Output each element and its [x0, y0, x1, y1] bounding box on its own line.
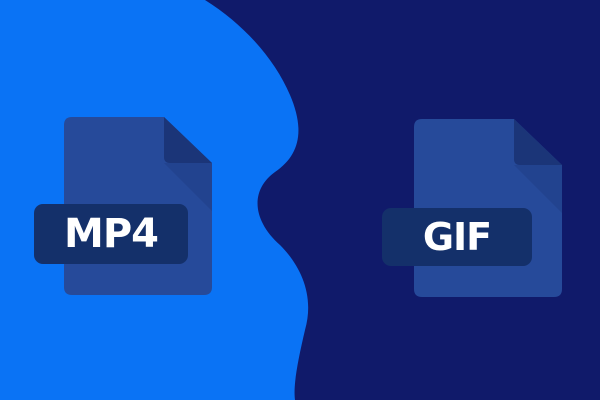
- file-fold: [164, 117, 212, 163]
- gif-format-label: GIF: [422, 215, 492, 259]
- file-fold: [514, 119, 562, 165]
- mp4-format-label: MP4: [64, 211, 159, 257]
- mp4-label-box: [34, 204, 188, 264]
- gif-label-box: [382, 208, 532, 266]
- file-shadow: [514, 165, 562, 213]
- file-shadow: [164, 163, 212, 211]
